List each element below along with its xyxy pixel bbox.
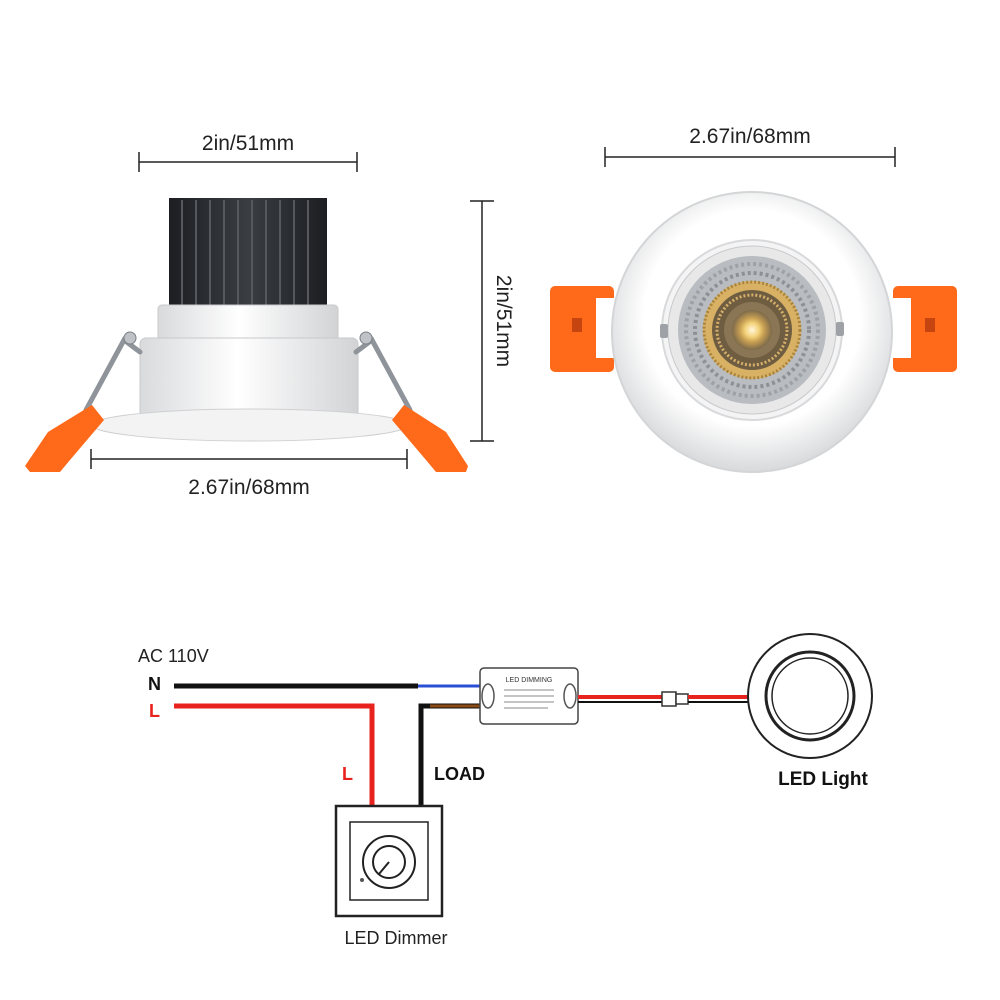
front-clip-left [550, 286, 620, 372]
dimmer-scale-dot [360, 878, 364, 882]
side-bottom-width-label: 2.67in/68mm [188, 476, 309, 499]
heatsink [169, 198, 327, 310]
side-view: 2in/51mm [25, 132, 515, 499]
wiring-diagram: AC 110V N L L LOAD LED DIMMING [138, 633, 873, 948]
live-label: L [149, 701, 160, 721]
live-wire-label: L [342, 764, 353, 784]
light-label: LED Light [778, 769, 868, 790]
side-top-width-label: 2in/51mm [202, 132, 294, 155]
cob-chip [732, 310, 772, 350]
spring-clip-right [353, 331, 468, 472]
front-width-label: 2.67in/68mm [689, 125, 810, 148]
driver-label: LED DIMMING [506, 677, 553, 684]
dimension-front-width: 2.67in/68mm [604, 125, 896, 167]
led-light-icon [747, 633, 873, 759]
led-driver: LED DIMMING [479, 667, 579, 725]
gimbal-pin-left [660, 324, 668, 338]
supply-label: AC 110V [138, 646, 209, 666]
front-clip-right [887, 286, 957, 372]
collar [157, 304, 339, 342]
spring-clip-left [25, 331, 143, 472]
flange [91, 408, 409, 442]
gimbal-pin-right [836, 322, 844, 336]
housing-body [139, 337, 359, 419]
connector [661, 691, 689, 707]
live-wire [174, 703, 375, 806]
front-view: 2.67in/68mm [550, 125, 957, 473]
dimension-bottom-width: 2.67in/68mm [90, 449, 408, 499]
load-label: LOAD [434, 764, 485, 784]
dimmer-label: LED Dimmer [344, 928, 447, 948]
dimension-height: 2in/51mm [470, 200, 515, 442]
side-height-label: 2in/51mm [492, 275, 515, 367]
neutral-label: N [148, 674, 161, 694]
led-dimmer-icon [334, 804, 444, 918]
load-wire [418, 703, 484, 806]
reflector [678, 256, 826, 404]
dimension-top-width: 2in/51mm [138, 132, 358, 172]
